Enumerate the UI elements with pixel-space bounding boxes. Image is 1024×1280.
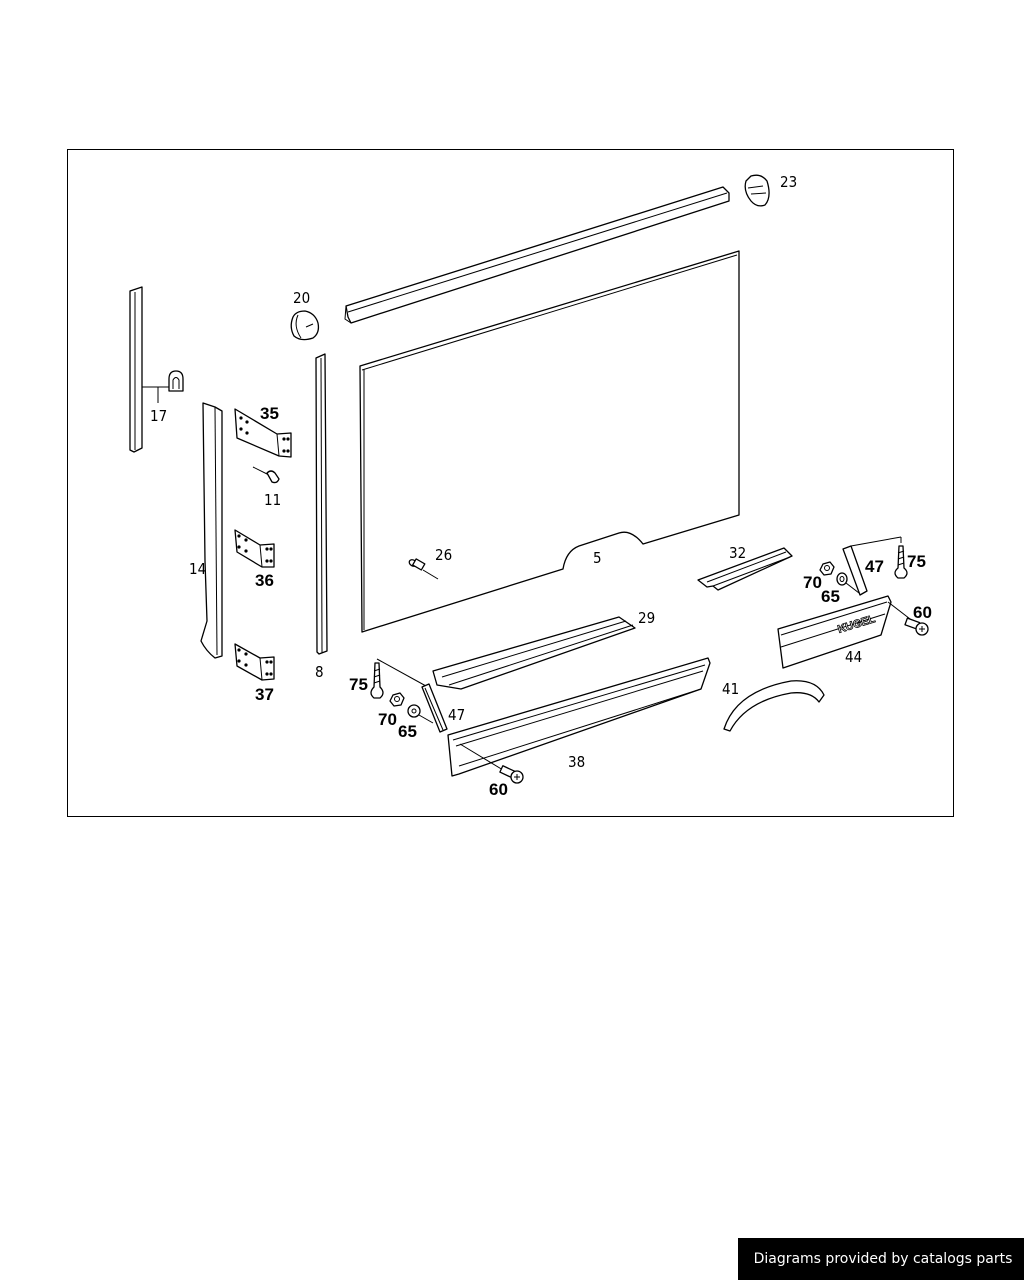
part-75-screw-left[interactable] xyxy=(370,658,427,699)
callout-70-left: 70 xyxy=(378,710,397,729)
callout-70-right: 70 xyxy=(803,573,822,592)
part-26-pin[interactable] xyxy=(408,558,439,580)
callout-37: 37 xyxy=(255,685,274,704)
part-8-vertical-strip[interactable] xyxy=(315,353,328,655)
callout-47-left: 47 xyxy=(448,706,465,724)
callout-23: 23 xyxy=(780,173,797,191)
callout-47-right: 47 xyxy=(865,557,884,576)
exploded-parts-diagram: 17 20 23 5 xyxy=(129,173,932,799)
part-top-rail[interactable] xyxy=(344,186,730,324)
callout-8: 8 xyxy=(315,663,324,681)
callout-44: 44 xyxy=(845,648,862,666)
part-41-wheel-arch-trim[interactable] xyxy=(723,680,825,732)
part-35-bracket[interactable] xyxy=(234,408,292,458)
part-5-glass-panel[interactable] xyxy=(359,250,740,633)
callout-29: 29 xyxy=(638,609,655,627)
callout-75-right: 75 xyxy=(907,552,926,571)
part-47-strap-right[interactable] xyxy=(842,536,902,596)
part-70-nut-left[interactable] xyxy=(389,692,405,707)
callout-60-left: 60 xyxy=(489,780,508,799)
callout-26: 26 xyxy=(435,546,452,564)
callout-11: 11 xyxy=(264,491,281,509)
part-44-badge-trim[interactable]: KUGEL xyxy=(777,595,915,669)
callout-5: 5 xyxy=(593,549,602,567)
callout-38: 38 xyxy=(568,753,585,771)
part-60-screw-left[interactable] xyxy=(499,765,524,784)
part-37-bracket[interactable] xyxy=(234,643,275,681)
part-38-door-trim[interactable] xyxy=(447,657,711,777)
part-11-clip[interactable] xyxy=(252,466,280,484)
part-29-channel[interactable] xyxy=(432,616,636,690)
part-47-strap-left[interactable] xyxy=(421,683,448,733)
part-70-nut-right[interactable] xyxy=(819,561,835,576)
part-14-pillar-trim[interactable] xyxy=(200,402,223,659)
part-20-end-cap[interactable] xyxy=(290,310,320,341)
callout-17: 17 xyxy=(150,407,167,425)
part-75-screw-right[interactable] xyxy=(894,545,908,579)
parts-diagram-frame: 17 20 23 5 xyxy=(67,149,954,817)
callout-65-right: 65 xyxy=(821,587,840,606)
callout-41: 41 xyxy=(722,680,739,698)
callout-65-left: 65 xyxy=(398,722,417,741)
credit-banner: Diagrams provided by catalogs parts xyxy=(738,1238,1024,1280)
credit-text: Diagrams provided by catalogs parts xyxy=(753,1251,1013,1267)
part-65-washer-left[interactable] xyxy=(407,704,434,724)
callout-60-right: 60 xyxy=(913,603,932,622)
part-17-seal-strip[interactable] xyxy=(129,286,184,453)
part-32-channel[interactable] xyxy=(697,547,793,591)
callout-35: 35 xyxy=(260,404,279,423)
callout-14: 14 xyxy=(189,560,206,578)
part-65-washer-right[interactable] xyxy=(836,572,860,594)
callout-20: 20 xyxy=(293,289,310,307)
part-60-screw-right[interactable] xyxy=(904,617,929,636)
callout-75-left: 75 xyxy=(349,675,368,694)
callout-32: 32 xyxy=(729,544,746,562)
callout-36: 36 xyxy=(255,571,274,590)
part-36-bracket[interactable] xyxy=(234,529,275,568)
part-23-end-cap[interactable] xyxy=(744,174,770,207)
